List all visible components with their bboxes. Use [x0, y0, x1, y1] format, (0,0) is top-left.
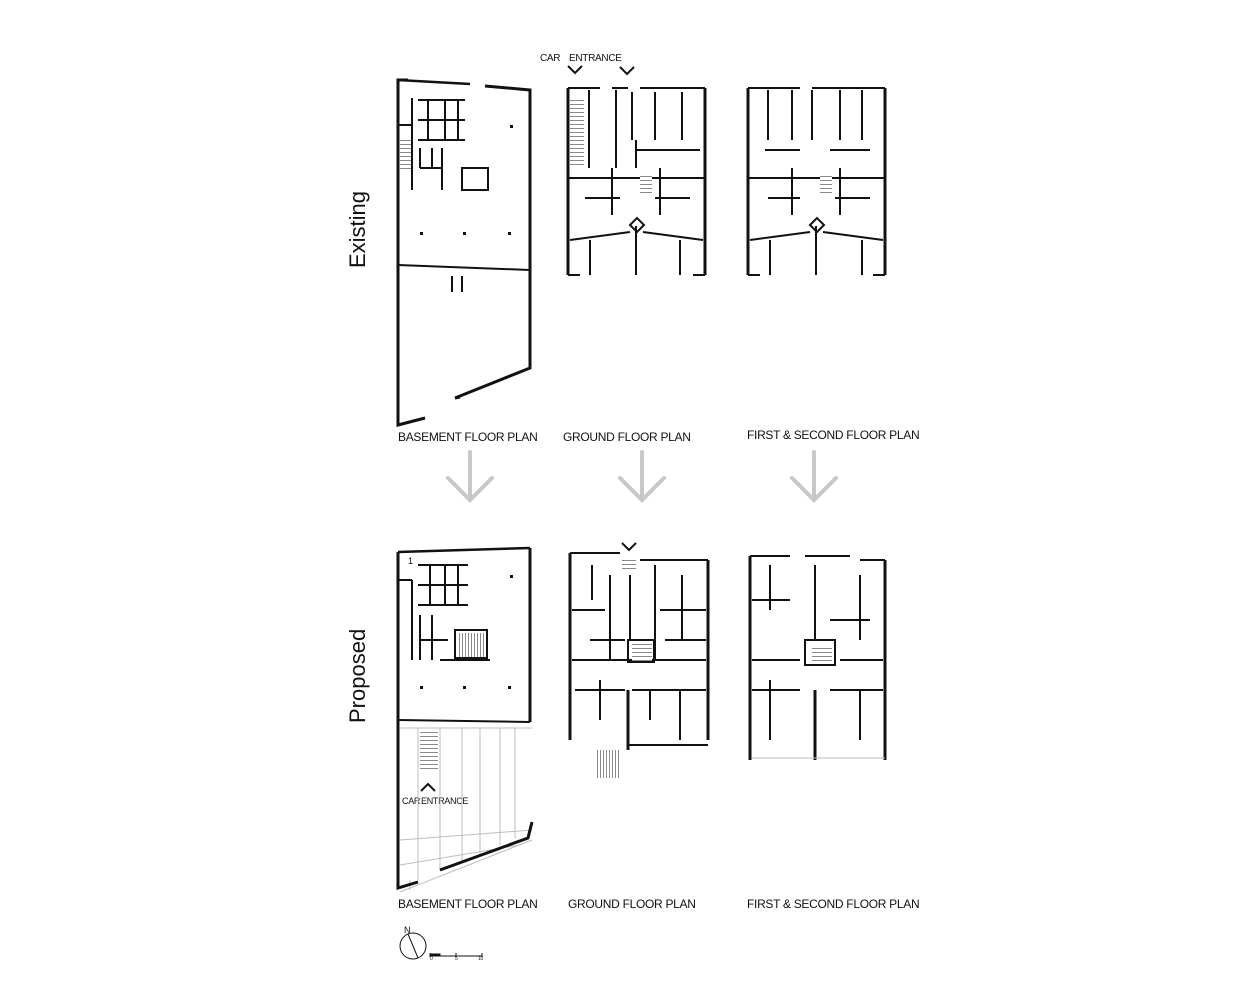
scale-tick-0: 0: [430, 956, 433, 962]
scale-bar: [429, 953, 483, 957]
scale-tick-10: 10: [478, 956, 483, 962]
proposed-ground-plan: [568, 542, 710, 778]
car-entrance-chevron-proposed: [420, 782, 436, 792]
existing-basement-plan: [396, 78, 532, 427]
existing-first-second-plan: [746, 87, 887, 276]
annotation-entrance-existing: ENTRANCE: [569, 53, 622, 64]
label-proposed-basement: BASEMENT FLOOR PLAN: [398, 897, 538, 911]
transition-arrows: [446, 450, 838, 503]
label-proposed-first-second: FIRST & SECOND FLOOR PLAN: [747, 897, 920, 911]
arrow-down-basement: [446, 450, 494, 503]
arrow-down-ground: [618, 450, 666, 503]
compass-north-letter: N: [404, 925, 411, 935]
scale-tick-5: 5: [455, 956, 458, 962]
annotation-entrance-proposed: ENTRANCE: [421, 796, 469, 806]
arrow-down-first-second: [790, 450, 838, 503]
annotation-unit-number: 1: [408, 556, 413, 566]
proposed-first-second-plan: [748, 555, 887, 760]
proposed-basement-plan: [396, 546, 534, 893]
annotation-car-existing: CAR: [540, 53, 561, 64]
label-existing-first-second: FIRST & SECOND FLOOR PLAN: [747, 428, 920, 442]
label-proposed-ground: GROUND FLOOR PLAN: [568, 897, 696, 911]
annotation-car-proposed: CAR: [402, 796, 421, 806]
label-existing-ground: GROUND FLOOR PLAN: [563, 430, 691, 444]
car-entrance-chevrons-existing: [567, 65, 635, 76]
north-compass: [399, 932, 427, 960]
label-existing-basement: BASEMENT FLOOR PLAN: [398, 430, 538, 444]
existing-ground-plan: [566, 87, 707, 276]
